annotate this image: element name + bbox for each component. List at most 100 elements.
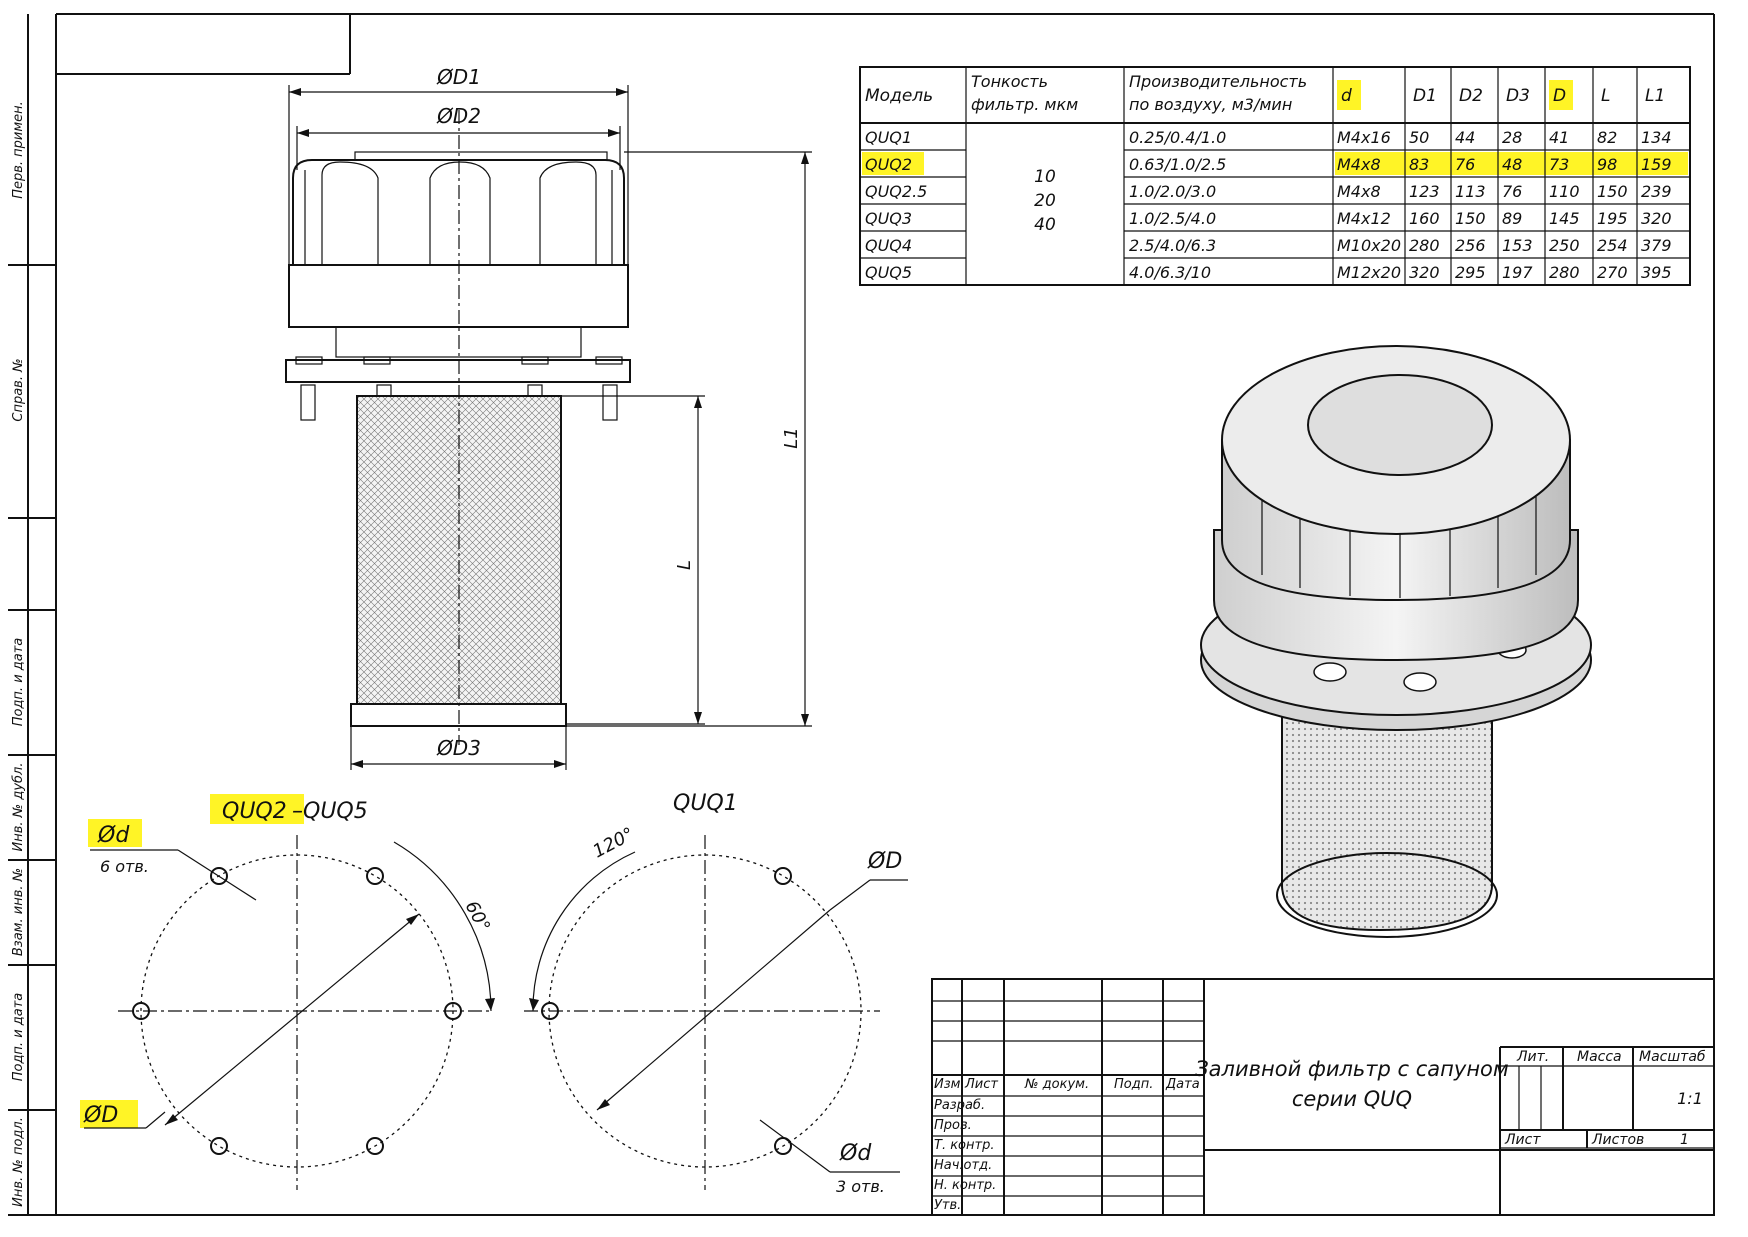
side-stamp: Перв. примен. Справ. № Подп. и дата Инв.… bbox=[8, 101, 56, 1216]
filter-side-view: ØD1 ØD2 ØD3 L L1 bbox=[285, 65, 812, 770]
cell-value: 76 bbox=[1455, 155, 1475, 174]
cell-value: M10x20 bbox=[1337, 236, 1401, 255]
cell-value: 160 bbox=[1409, 209, 1440, 228]
tb-sheets-value: 1 bbox=[1680, 1132, 1689, 1148]
cell-capacity: 2.5/4.0/6.3 bbox=[1129, 236, 1216, 255]
cell-model: QUQ5 bbox=[865, 263, 912, 282]
tb-title-line1: Заливной фильтр с сапуном bbox=[1195, 1057, 1509, 1081]
cell-value: 239 bbox=[1641, 182, 1672, 201]
angle-120: 120° bbox=[589, 824, 637, 863]
view-title-highlight: QUQ2 bbox=[222, 799, 287, 824]
cell-value: 41 bbox=[1549, 128, 1569, 147]
stamp-label-1: Перв. примен. bbox=[11, 101, 26, 199]
tb-title-line2: серии QUQ bbox=[1292, 1087, 1412, 1111]
cell-value: 150 bbox=[1455, 209, 1486, 228]
dim-d3: ØD3 bbox=[436, 736, 481, 760]
cell-capacity: 1.0/2.0/3.0 bbox=[1129, 182, 1216, 201]
cell-value: 123 bbox=[1409, 182, 1440, 201]
cell-value: 197 bbox=[1502, 263, 1533, 282]
header-highlight-d bbox=[1337, 80, 1361, 110]
stamp-label-2: Справ. № bbox=[11, 358, 26, 421]
cell-value: 395 bbox=[1641, 263, 1672, 282]
tb-role-2: Пров. bbox=[934, 1118, 972, 1133]
cell-capacity: 0.25/0.4/1.0 bbox=[1129, 128, 1226, 147]
cell-value: 82 bbox=[1597, 128, 1617, 147]
cell-value: 280 bbox=[1549, 263, 1580, 282]
cell-capacity: 1.0/2.5/4.0 bbox=[1129, 209, 1216, 228]
header-D3: D3 bbox=[1506, 86, 1530, 106]
tb-role-4: Нач.отд. bbox=[934, 1158, 992, 1173]
cell-model: QUQ2 bbox=[865, 155, 912, 174]
view-title-rest: –QUQ5 bbox=[292, 799, 368, 824]
header-D2: D2 bbox=[1459, 86, 1483, 106]
cell-value: 379 bbox=[1641, 236, 1672, 255]
header-d: d bbox=[1341, 86, 1352, 106]
dim-d2: ØD2 bbox=[436, 104, 481, 128]
tb-sheets: Листов bbox=[1591, 1132, 1644, 1148]
cell-value: 48 bbox=[1502, 155, 1522, 174]
header-D1: D1 bbox=[1413, 86, 1437, 106]
cell-value: 44 bbox=[1455, 128, 1475, 147]
tb-col-izm: Изм. bbox=[934, 1077, 965, 1092]
header-D: D bbox=[1553, 86, 1566, 106]
stamp-label-7: Инв. № подл. bbox=[11, 1117, 26, 1207]
stamp-label-5: Взам. инв. № bbox=[11, 868, 26, 956]
header-capacity-1: Производительность bbox=[1129, 72, 1307, 91]
cell-model: QUQ4 bbox=[865, 236, 912, 255]
cell-value: 134 bbox=[1641, 128, 1672, 147]
cell-capacity: 0.63/1.0/2.5 bbox=[1129, 155, 1226, 174]
cell-value: 320 bbox=[1409, 263, 1440, 282]
header-fineness-2: фильтр. мкм bbox=[971, 95, 1078, 114]
header-fineness-1: Тонкость bbox=[971, 72, 1048, 91]
diam-label: ØD bbox=[83, 1103, 118, 1128]
cell-value: 28 bbox=[1502, 128, 1522, 147]
cell-value: 270 bbox=[1597, 263, 1628, 282]
header-L1: L1 bbox=[1645, 86, 1665, 106]
cell-value: 83 bbox=[1409, 155, 1429, 174]
cell-model: QUQ1 bbox=[865, 128, 912, 147]
spec-table: Модель Тонкость фильтр. мкм Производительно… bbox=[859, 66, 1691, 286]
cell-value: 195 bbox=[1597, 209, 1628, 228]
tb-col-date: Дата bbox=[1165, 1077, 1200, 1092]
stamp-label-6: Подп. и дата bbox=[11, 993, 26, 1082]
cell-capacity: 4.0/6.3/10 bbox=[1129, 263, 1211, 282]
tb-scale-label: Масштаб bbox=[1639, 1049, 1706, 1065]
hole-label-quq1: Ød bbox=[839, 1141, 872, 1166]
row-highlight-values bbox=[1335, 152, 1688, 175]
cell-value: 50 bbox=[1409, 128, 1429, 147]
cell-value: 280 bbox=[1409, 236, 1440, 255]
cell-value: M4x8 bbox=[1337, 155, 1381, 174]
header-model: Модель bbox=[865, 86, 933, 106]
holes-count-quq1: 3 отв. bbox=[836, 1177, 885, 1196]
hole-highlight bbox=[88, 819, 142, 847]
stamp-label-3: Подп. и дата bbox=[11, 638, 26, 727]
dim-l: L bbox=[674, 560, 695, 570]
filter-3d-view bbox=[1200, 345, 1592, 938]
cell-model: QUQ3 bbox=[865, 209, 912, 228]
cell-value: 98 bbox=[1597, 155, 1617, 174]
dim-d1: ØD1 bbox=[436, 65, 481, 89]
tb-col-doc: № докум. bbox=[1024, 1077, 1089, 1092]
diam-highlight bbox=[80, 1100, 138, 1128]
tb-role-1: Разраб. bbox=[934, 1098, 985, 1113]
tb-col-sign: Подп. bbox=[1114, 1077, 1153, 1092]
cell-value: 76 bbox=[1502, 182, 1522, 201]
cell-value: M4x16 bbox=[1337, 128, 1391, 147]
angle-60: 60° bbox=[461, 897, 495, 935]
fineness-value: 40 bbox=[1034, 215, 1056, 235]
dim-l1: L1 bbox=[781, 427, 802, 448]
title-block: Изм. Лист № докум. Подп. Дата Разраб. Пр… bbox=[931, 978, 1715, 1216]
cell-value: 110 bbox=[1549, 182, 1580, 201]
fineness-value: 20 bbox=[1034, 191, 1056, 211]
fineness-value: 10 bbox=[1034, 167, 1056, 187]
stamp-label-4: Инв. № дубл. bbox=[11, 763, 26, 852]
holes-count: 6 отв. bbox=[100, 857, 149, 876]
tb-lit: Лит. bbox=[1516, 1049, 1549, 1065]
hole-view-quq1: QUQ1 ØD 120° Ød 3 отв. bbox=[524, 791, 908, 1196]
header-L: L bbox=[1601, 86, 1610, 106]
cell-value: 89 bbox=[1502, 209, 1522, 228]
tb-mass: Масса bbox=[1577, 1049, 1622, 1065]
cell-model: QUQ2.5 bbox=[865, 182, 927, 201]
